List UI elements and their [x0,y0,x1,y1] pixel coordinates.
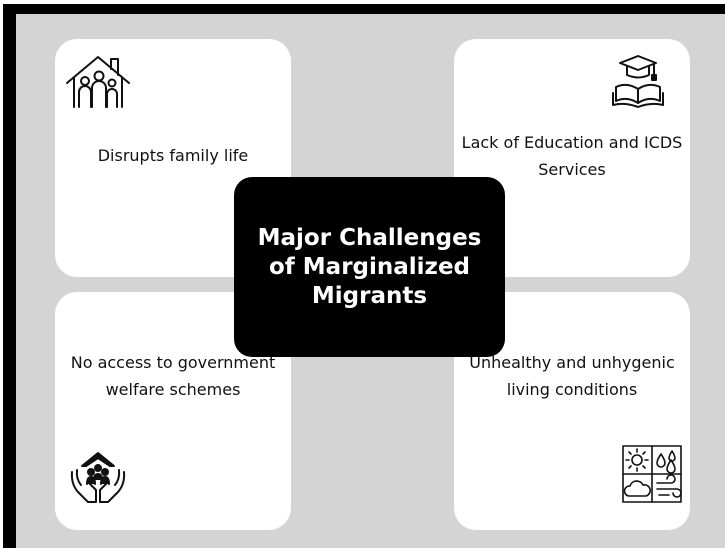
weather-conditions-icon [622,445,682,503]
family-house-icon [66,56,130,108]
education-book-icon [612,55,664,108]
center-title: Major Challenges of Marginalized Migrant… [257,224,482,309]
welfare-hands-icon [70,452,126,503]
card-lack-of-education: Lack of Education and ICDS Services [454,39,690,277]
card-label-welfare: No access to government welfare schemes [70,353,276,399]
center-title-box: Major Challenges of Marginalized Migrant… [234,177,505,357]
card-label-family: Disrupts family life [97,146,249,165]
card-label-education: Lack of Education and ICDS Services [461,133,683,179]
card-label-living: Unhealthy and unhygenic living condition… [469,353,675,399]
